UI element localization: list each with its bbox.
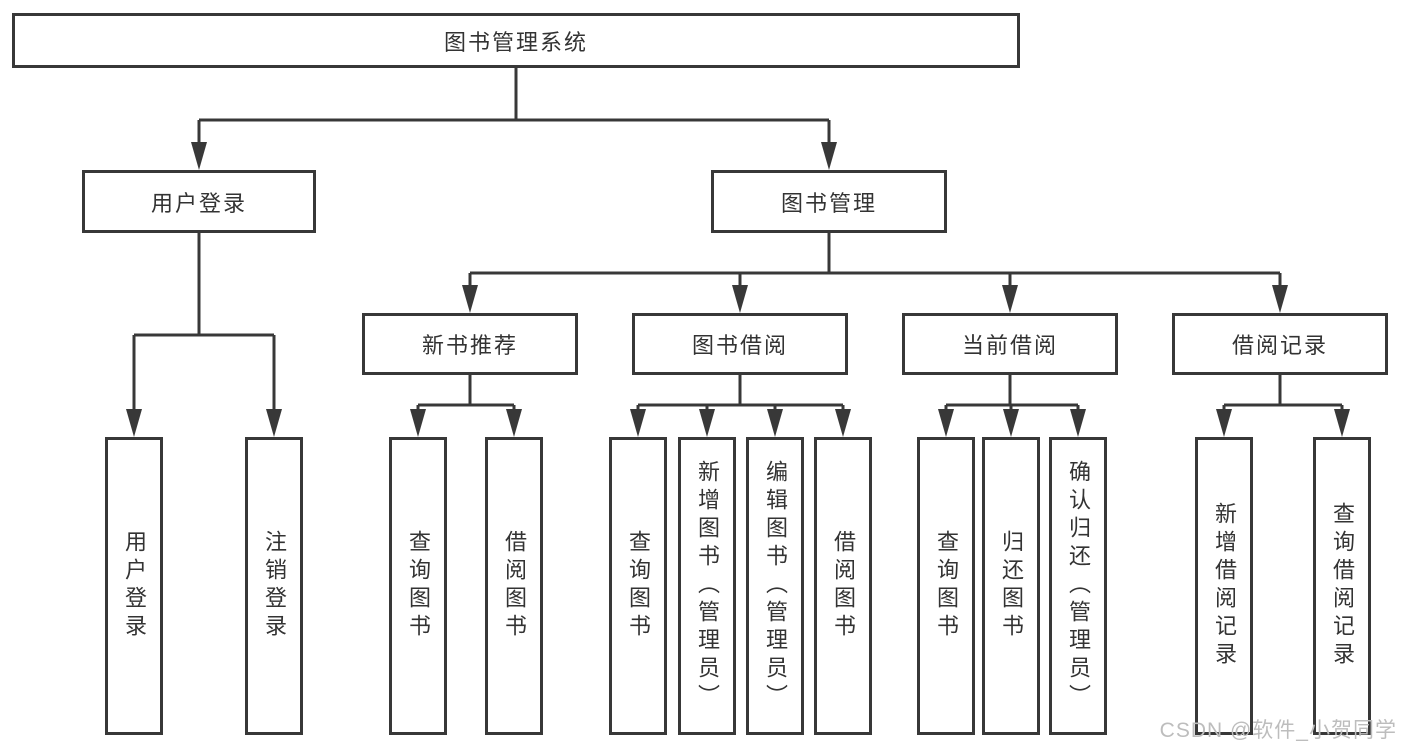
node-borrowing-records: 借阅记录 [1172, 313, 1388, 375]
leaf-edit-book-admin: 编辑图书（管理员） [746, 437, 804, 735]
leaf-return-book: 归还图书 [982, 437, 1040, 735]
node-user-login: 用户登录 [82, 170, 316, 233]
node-new-book-recommend: 新书推荐 [362, 313, 578, 375]
node-current-borrowing: 当前借阅 [902, 313, 1118, 375]
node-book-management: 图书管理 [711, 170, 947, 233]
leaf-query-books-recommend: 查询图书 [389, 437, 447, 735]
leaf-user-login: 用户登录 [105, 437, 163, 735]
leaf-confirm-return-admin: 确认归还（管理员） [1049, 437, 1107, 735]
csdn-watermark: CSDN @软件_小贺同学 [1159, 719, 1397, 742]
node-library-management-system: 图书管理系统 [12, 13, 1020, 68]
leaf-logout: 注销登录 [245, 437, 303, 735]
leaf-add-borrow-record: 新增借阅记录 [1195, 437, 1253, 735]
leaf-query-books-current: 查询图书 [917, 437, 975, 735]
leaf-query-borrow-record: 查询借阅记录 [1313, 437, 1371, 735]
leaf-borrow-books-borrowing: 借阅图书 [814, 437, 872, 735]
node-book-borrowing: 图书借阅 [632, 313, 848, 375]
leaf-add-book-admin: 新增图书（管理员） [678, 437, 736, 735]
leaf-query-books-borrowing: 查询图书 [609, 437, 667, 735]
leaf-borrow-books-recommend: 借阅图书 [485, 437, 543, 735]
